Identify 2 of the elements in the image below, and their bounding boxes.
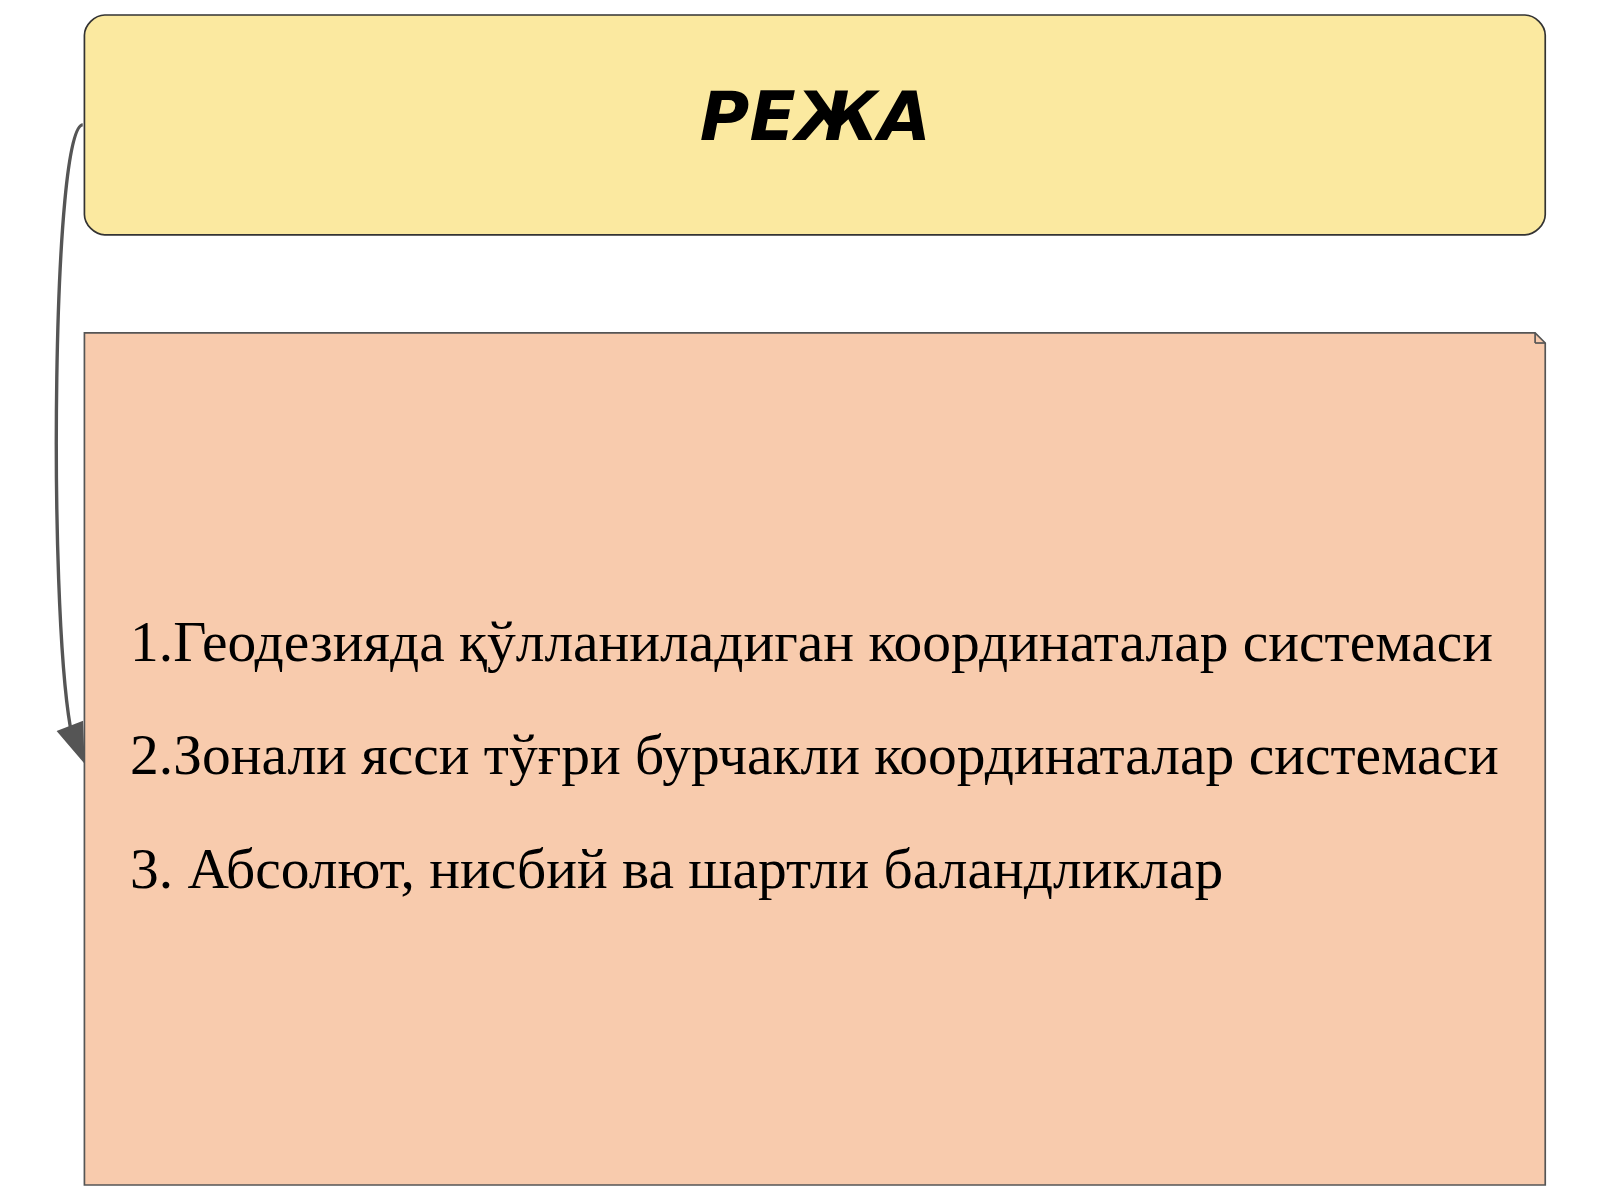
arrow bbox=[54, 123, 85, 764]
node-box: РЕЖА bbox=[83, 14, 1546, 236]
